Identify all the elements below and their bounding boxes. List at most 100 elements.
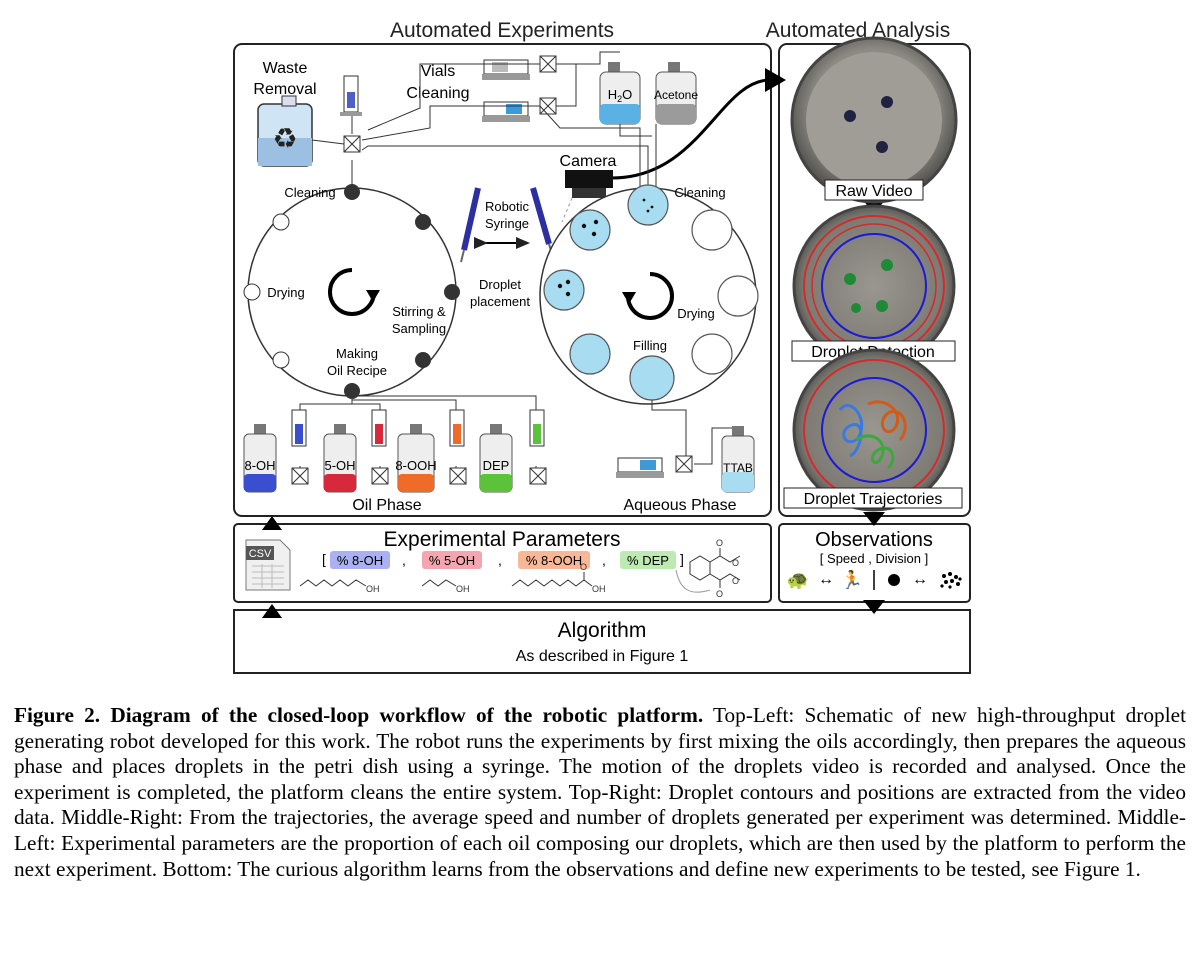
rotate-right-icon: [626, 272, 674, 320]
turtle-icon: 🐢: [787, 570, 809, 590]
speed-arrow-icon: ↔: [818, 571, 834, 588]
pump-8oh: [291, 409, 309, 485]
robotic-syringe-right: [530, 187, 553, 255]
pump-dep: [529, 409, 547, 485]
drying-left: Drying: [267, 285, 305, 300]
molecule-dep-o1: O: [716, 538, 723, 548]
aqueous-phase-label: Aqueous Phase: [624, 497, 737, 514]
water-label: H2O: [608, 87, 633, 104]
param-comma-2: ,: [498, 552, 502, 568]
making-2: Oil Recipe: [327, 363, 387, 378]
waste-label-1: Waste: [263, 60, 308, 77]
runner-icon: 🏃: [841, 569, 863, 590]
trajectories-label: Droplet Trajectories: [804, 491, 943, 508]
param-dep: % DEP: [627, 553, 669, 568]
single-droplet-icon: [888, 574, 900, 586]
algorithm-subtitle: As described in Figure 1: [516, 648, 689, 665]
molecule-8ooh-o: O: [580, 562, 587, 572]
ttab-label: TTAB: [723, 461, 753, 475]
molecule-8ooh: O OH: [511, 562, 606, 594]
arrow-to-observations: [863, 512, 885, 526]
waste-container: ♻: [257, 95, 313, 167]
molecule-8oh: OH: [299, 579, 380, 594]
molecule-dep-o4: O: [732, 576, 739, 586]
param-bracket-close: ]: [680, 551, 684, 567]
parameters-panel: [233, 523, 772, 603]
droplet-placement-1: Droplet: [479, 277, 521, 292]
arrow-head-analysis: [765, 68, 786, 92]
filling-label: Filling: [633, 338, 667, 353]
param-comma-3: ,: [602, 552, 606, 568]
pump-aqueous: [616, 455, 693, 478]
header-experiments: Automated Experiments: [390, 19, 614, 42]
division-arrow-icon: ↔: [912, 571, 928, 588]
bottle-label-dep: DEP: [483, 458, 510, 473]
vials-label-2: Cleaning: [406, 85, 469, 102]
molecule-5oh: OH: [421, 579, 470, 594]
caption-text: Top-Left: Schematic of new high-throughp…: [14, 703, 1186, 881]
chip-5oh: [422, 551, 482, 569]
workflow-diagram: Automated Experiments Automated Analysis…: [233, 19, 971, 674]
left-vials: [243, 184, 460, 399]
rotate-left-head: [366, 290, 380, 302]
pump-vials-1: [482, 55, 557, 80]
pump-waste: [311, 75, 362, 153]
parameters-title: Experimental Parameters: [384, 528, 621, 551]
experiments-panel: [233, 43, 772, 517]
robotic-syringe-1: Robotic: [485, 199, 530, 214]
drying-right: Drying: [677, 306, 715, 321]
raw-video-label: Raw Video: [835, 183, 912, 200]
recycle-icon: ♻: [272, 123, 297, 154]
bottle-8ooh: 8-OOH: [395, 424, 437, 493]
waste-label-2: Removal: [253, 81, 316, 98]
robotic-syringe-left: [460, 187, 481, 263]
vials-label-1: Vials: [421, 63, 455, 80]
chip-8ooh: [518, 551, 590, 569]
param-comma-1: ,: [402, 552, 406, 568]
bottle-label-8oh: 8-OH: [244, 458, 275, 473]
pump-8ooh: [449, 409, 467, 485]
stirring-1: Stirring &: [392, 304, 446, 319]
camera-label: Camera: [560, 153, 617, 170]
tubing-aqueous: [651, 400, 738, 465]
arrow-to-analysis: [611, 78, 771, 180]
acetone-bottle: Acetone: [654, 62, 698, 125]
caption-bold: Figure 2. Diagram of the closed-loop wor…: [14, 703, 704, 727]
droplet-placement-2: placement: [470, 294, 530, 309]
header-analysis: Automated Analysis: [766, 19, 950, 42]
molecule-8ooh-oh: OH: [592, 584, 606, 594]
molecule-dep-o2: O: [732, 558, 739, 568]
cleaning-right: Cleaning: [674, 185, 725, 200]
csv-label: CSV: [249, 548, 272, 560]
oil-phase-label: Oil Phase: [352, 497, 421, 514]
chip-dep: [620, 551, 676, 569]
param-8oh: % 8-OH: [337, 553, 383, 568]
molecule-5oh-oh: OH: [456, 584, 470, 594]
tubing-top: [351, 51, 657, 190]
trajectories-dish: [792, 348, 956, 512]
arrow-to-experiments: [262, 516, 282, 530]
bottle-8oh: 8-OH: [243, 424, 277, 493]
bottle-label-8ooh: 8-OOH: [395, 458, 436, 473]
arrow-to-algorithm: [863, 600, 885, 614]
observations-title: Observations: [815, 529, 933, 551]
water-bottle: H2O: [599, 62, 641, 125]
molecule-dep: O O O O: [675, 538, 741, 599]
rotate-right-head: [622, 292, 636, 304]
ttab-bottle: TTAB: [721, 426, 755, 493]
droplet-dots: [557, 198, 654, 297]
cleaning-left: Cleaning: [284, 185, 335, 200]
figure-caption: Figure 2. Diagram of the closed-loop wor…: [14, 703, 1186, 882]
param-5oh: % 5-OH: [429, 553, 475, 568]
bottle-dep: DEP: [479, 424, 513, 493]
raw-video-dish: [790, 36, 958, 204]
molecule-8oh-oh: OH: [366, 584, 380, 594]
right-dishes: [543, 184, 759, 401]
trajectories-tag: [783, 487, 963, 509]
bottle-5oh: 5-OH: [323, 424, 357, 493]
algorithm-title: Algorithm: [558, 619, 647, 642]
chip-8oh: [330, 551, 390, 569]
robotic-syringe-2: Syringe: [485, 216, 529, 231]
acetone-label: Acetone: [654, 88, 698, 102]
param-8ooh: % 8-OOH: [526, 553, 582, 568]
